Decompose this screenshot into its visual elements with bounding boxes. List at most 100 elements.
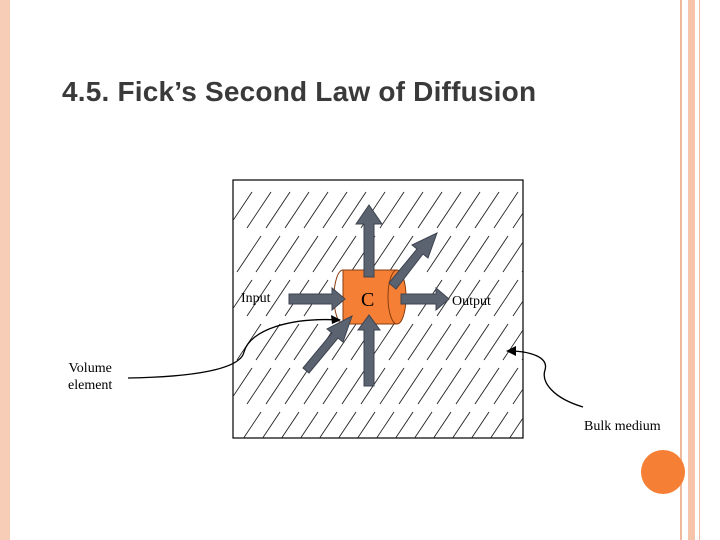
hatch-stroke: [395, 411, 414, 438]
hatch-stroke: [414, 411, 433, 438]
hatch-stroke: [493, 191, 519, 229]
hatch-stroke: [379, 367, 405, 405]
hatch-stroke: [521, 269, 523, 273]
hatch-stroke: [233, 279, 253, 310]
hatch-stroke: [284, 367, 310, 405]
hatch-stroke: [357, 411, 376, 438]
decorative-orange-circle: [641, 450, 685, 494]
hatch-stroke: [474, 279, 500, 317]
hatch-stroke: [379, 191, 405, 229]
hatch-stroke: [322, 367, 348, 405]
hatch-stroke: [255, 235, 281, 273]
hatch-stroke: [246, 367, 272, 405]
hatch-stroke: [388, 235, 414, 273]
flux-arrows: [288, 204, 450, 387]
hatch-stroke: [512, 388, 523, 405]
hatch-stroke: [407, 323, 433, 361]
hatch-stroke: [246, 279, 272, 317]
hatch-stroke: [493, 367, 519, 405]
bulk-medium-leader: [507, 350, 584, 408]
hatch-stroke: [512, 300, 523, 317]
hatch-stroke: [426, 235, 452, 273]
hatch-stroke: [341, 191, 367, 229]
frame-left-band: [0, 0, 10, 540]
hatch-stroke: [483, 323, 509, 361]
hatch-stroke: [522, 412, 546, 448]
hatch-stroke: [436, 367, 462, 405]
frame-right-inner-line: [699, 0, 700, 540]
volume-element-cylinder: [333, 269, 407, 325]
slide-title: 4.5. Fick’s Second Law of Diffusion: [62, 76, 537, 107]
hatch-stroke: [464, 235, 490, 273]
hatch-stroke: [274, 235, 300, 273]
concentration-label: C: [361, 289, 375, 311]
hatch-stroke: [490, 411, 509, 438]
bulk-medium-label: Bulk medium: [584, 419, 661, 434]
volume-element-label-line1: Volume: [68, 361, 112, 376]
hatch-stroke: [493, 279, 519, 317]
hatch-stroke: [293, 323, 319, 361]
hatch-stroke: [445, 235, 471, 273]
hatch-stroke: [243, 411, 262, 438]
hatch-stroke: [293, 235, 319, 273]
hatch-stroke: [265, 191, 291, 229]
hatch-stroke: [509, 417, 523, 438]
hatch-stroke: [331, 323, 357, 361]
hatch-stroke: [281, 411, 300, 438]
hatch-stroke: [445, 323, 471, 361]
hatch-stroke: [483, 235, 509, 273]
hatch-stroke: [255, 323, 281, 361]
hatch-stroke: [436, 191, 462, 229]
hatch-stroke: [502, 241, 523, 273]
hatch-pattern: [233, 191, 546, 448]
bulk-medium-leader-arrowhead: [506, 346, 516, 356]
output-label: Output: [452, 294, 491, 309]
input-arrow-diagonal: [302, 314, 353, 374]
hatch-stroke: [246, 191, 272, 229]
hatch-stroke: [455, 191, 481, 229]
input-arrow-left: [288, 286, 346, 312]
hatch-stroke: [341, 367, 367, 405]
hatch-stroke: [265, 279, 291, 317]
hatch-stroke: [452, 411, 471, 438]
hatch-stroke: [284, 191, 310, 229]
hatch-stroke: [455, 367, 481, 405]
hatch-stroke: [233, 367, 253, 398]
output-arrow-right: [400, 286, 450, 312]
input-arrow-bottom: [357, 314, 381, 387]
hatch-stroke: [331, 235, 357, 273]
volume-element-leader: [127, 318, 341, 379]
hatch-stroke: [300, 411, 319, 438]
hatch-stroke: [474, 191, 500, 229]
hatch-stroke: [471, 411, 490, 438]
hatch-stroke: [312, 235, 338, 273]
hatch-stroke: [233, 191, 253, 222]
hatch-stroke: [436, 279, 462, 317]
hatch-stroke: [417, 191, 443, 229]
output-arrow-up: [355, 204, 383, 278]
hatch-stroke: [338, 411, 357, 438]
hatch-stroke: [455, 279, 481, 317]
hatch-stroke: [265, 367, 291, 405]
frame-right-band: [688, 0, 695, 540]
hatch-stroke: [464, 323, 490, 361]
hatch-stroke: [274, 323, 300, 361]
output-arrow-diagonal: [388, 232, 438, 290]
hatch-stroke: [322, 191, 348, 229]
volume-element-leader-arrowhead: [331, 315, 341, 324]
input-label: Input: [241, 291, 271, 306]
hatch-stroke: [303, 367, 329, 405]
hatch-stroke: [236, 235, 262, 273]
hatch-stroke: [398, 367, 424, 405]
hatch-stroke: [512, 212, 523, 229]
volume-element-label-line2: element: [68, 378, 113, 393]
volume-element-label: Volume element: [68, 360, 112, 394]
hatch-stroke: [303, 191, 329, 229]
hatch-stroke: [417, 367, 443, 405]
hatch-stroke: [474, 367, 500, 405]
hatch-stroke: [319, 411, 338, 438]
hatch-stroke: [262, 411, 281, 438]
hatch-stroke: [376, 411, 395, 438]
hatch-stroke: [426, 323, 452, 361]
